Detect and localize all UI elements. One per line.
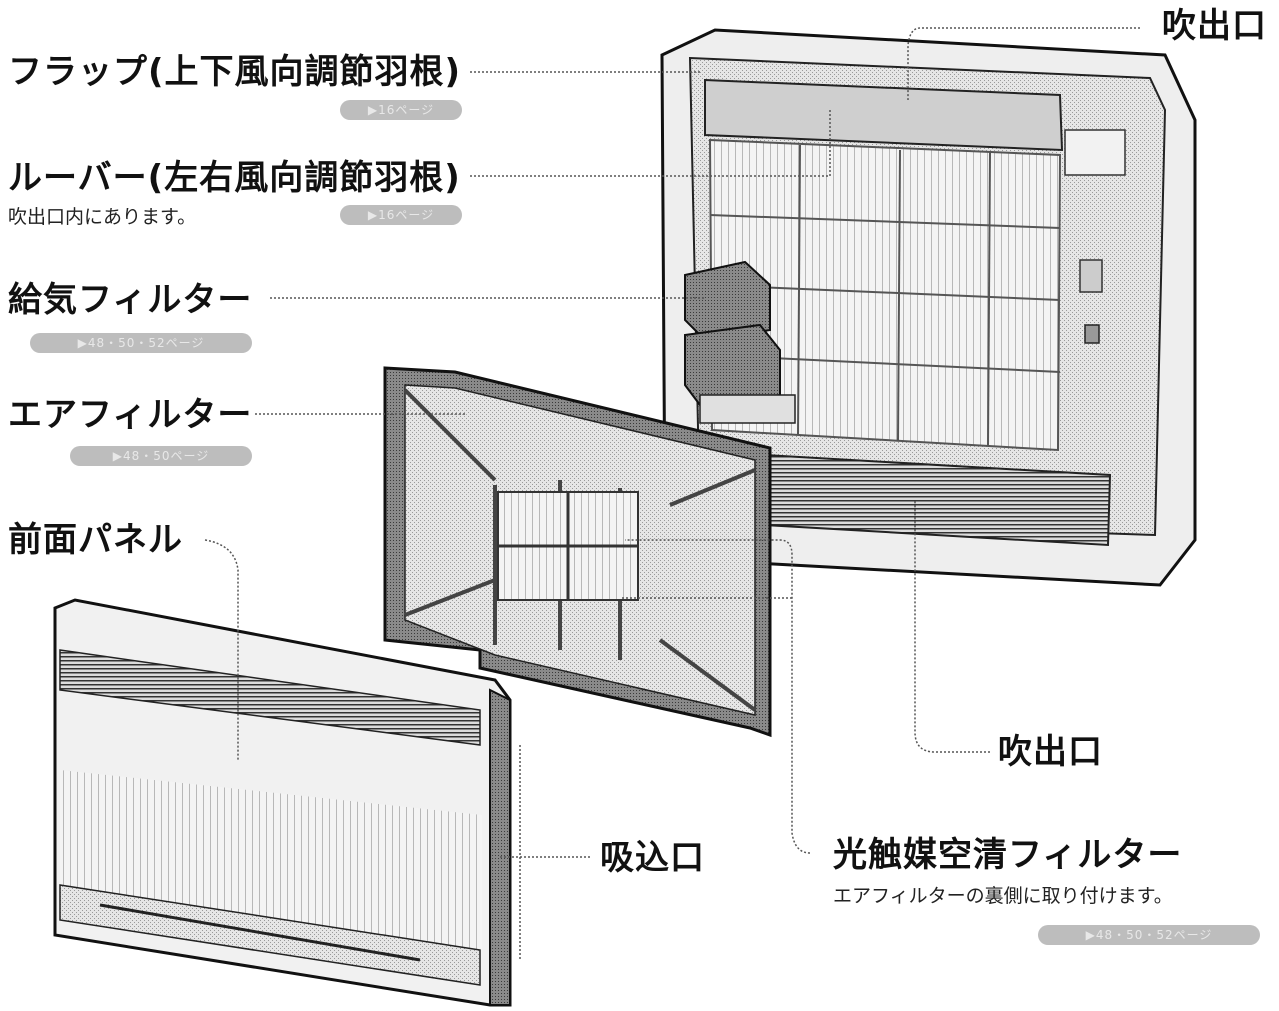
air-filter-label: エアフィルター	[8, 395, 253, 435]
main-unit	[660, 28, 1197, 587]
supply-filter-page-ref[interactable]: ▶48・50・52ページ	[30, 333, 252, 353]
intake-label: 吸込口	[600, 838, 705, 878]
front-panel-label: 前面パネル	[8, 520, 183, 560]
air-filter-frame	[383, 366, 772, 738]
louver-page-ref[interactable]: ▶16ページ	[340, 205, 462, 225]
louver-note: 吹出口内にあります。	[8, 206, 197, 228]
louver-label: ルーバー(左右風向調節羽根)	[8, 158, 461, 198]
flap-label: フラップ(上下風向調節羽根)	[8, 52, 462, 92]
photocatalyst-filter-label: 光触媒空清フィルター	[833, 835, 1183, 875]
air-filter-page-ref[interactable]: ▶48・50ページ	[70, 446, 252, 466]
outlet-bottom-label: 吹出口	[998, 732, 1103, 772]
photocatalyst-page-ref[interactable]: ▶48・50・52ページ	[1038, 925, 1260, 945]
supply-filter-label: 給気フィルター	[8, 280, 253, 320]
flap-page-ref[interactable]: ▶16ページ	[340, 100, 462, 120]
leader-lines	[204, 27, 1140, 960]
outlet-top-label: 吹出口	[1162, 6, 1267, 46]
photocatalyst-note: エアフィルターの裏側に取り付けます。	[833, 885, 1173, 907]
front-panel	[53, 598, 512, 1007]
